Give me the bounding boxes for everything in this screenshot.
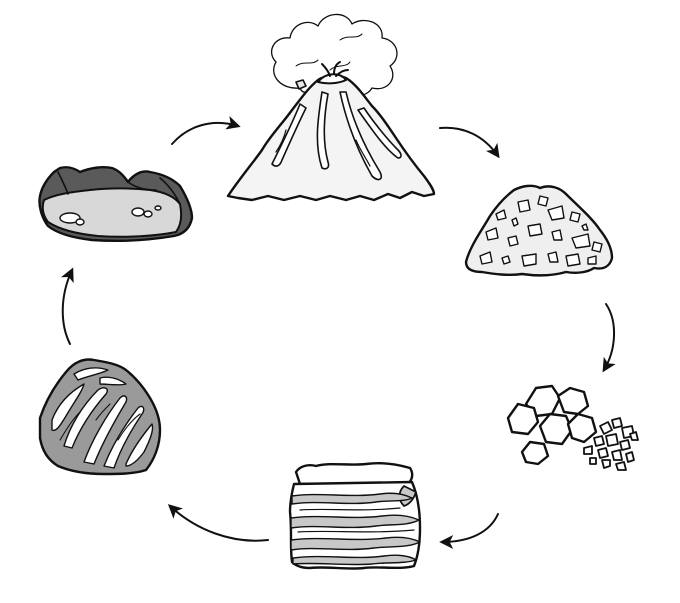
arrow-sediments-to-sedimentary <box>439 513 499 549</box>
arrow-igneous-to-sediments <box>602 303 616 373</box>
arrow-volcano-to-igneous <box>439 126 500 159</box>
cycle-arrows <box>60 116 616 549</box>
igneous-rock-icon <box>464 184 614 277</box>
metamorphic-rock-icon <box>38 358 162 476</box>
arrow-magma-to-volcano <box>171 116 241 145</box>
magma-crater-icon <box>38 166 194 242</box>
arrow-metamorphic-to-magma <box>60 267 74 345</box>
sedimentary-rock-icon <box>288 462 422 570</box>
sediment-pebbles-icon <box>506 384 639 471</box>
volcano-icon <box>226 13 436 202</box>
arrow-sedimentary-to-metamorphic <box>167 504 269 542</box>
